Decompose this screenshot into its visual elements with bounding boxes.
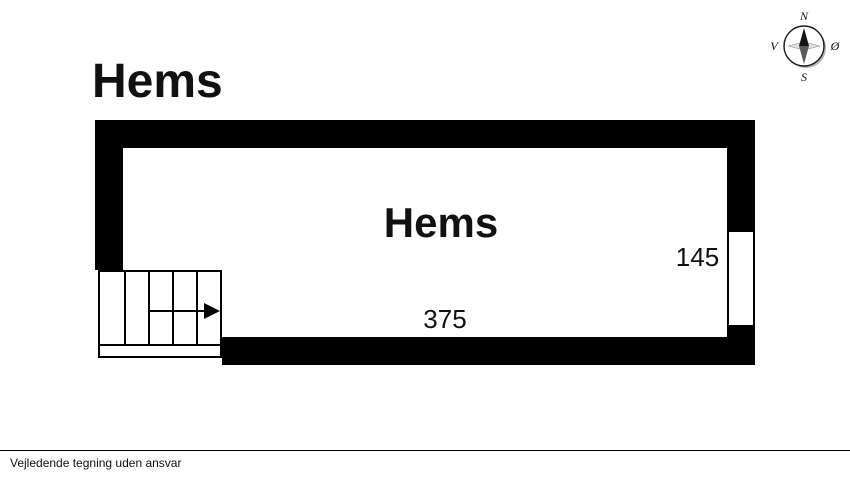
compass-south-label: S: [801, 70, 807, 84]
stairs: [98, 270, 222, 358]
compass-south-needle: [799, 46, 809, 64]
wall-top: [95, 120, 755, 148]
drawing-title: Hems: [92, 55, 223, 108]
dimension-room-width: 375: [423, 304, 467, 334]
stair-tread-line: [196, 272, 198, 344]
stair-direction-arrow-head: [204, 303, 220, 319]
compass-east-label: Ø: [830, 39, 841, 53]
compass-rose: N S V Ø: [762, 6, 846, 90]
footer-divider: [0, 450, 850, 451]
compass-west-label: V: [770, 39, 779, 53]
compass-svg: N S V Ø: [770, 9, 841, 84]
wall-right-upper: [727, 120, 755, 230]
wall-left: [95, 120, 123, 270]
stair-tread-line: [148, 272, 150, 344]
stair-tread-line: [172, 272, 174, 344]
wall-bottom: [222, 337, 755, 365]
stair-direction-arrow-line: [150, 310, 206, 312]
stair-landing-line: [100, 344, 220, 346]
dimension-window-width: 145: [675, 242, 720, 272]
compass-north-label: N: [799, 9, 809, 23]
compass-north-needle: [799, 28, 809, 46]
stair-tread-line: [124, 272, 126, 344]
footer-disclaimer: Vejledende tegning uden ansvar: [10, 456, 182, 470]
room-label: Hems: [383, 199, 499, 246]
window-symbol: [727, 230, 755, 327]
